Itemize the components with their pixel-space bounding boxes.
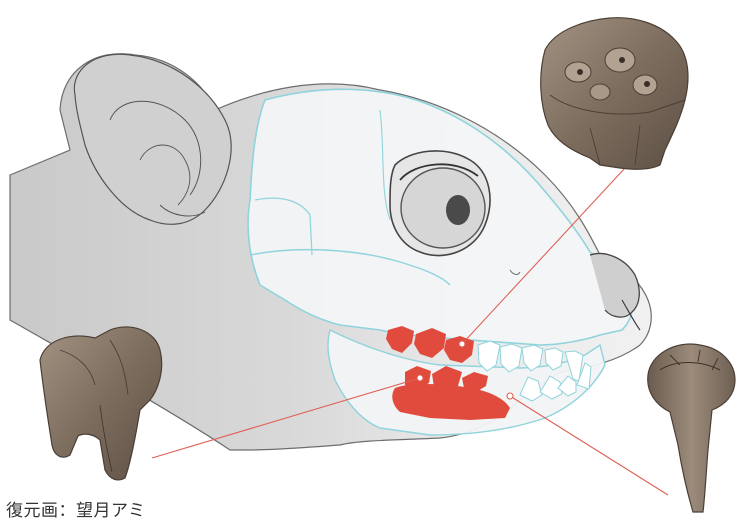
illustration-credit: 復元画：望月アミ [6,496,146,521]
fossil-molar-top-right [541,18,688,170]
eye [390,151,490,256]
fossil-tooth-bottom-right [648,344,735,512]
fossil-tooth-left [40,327,162,480]
